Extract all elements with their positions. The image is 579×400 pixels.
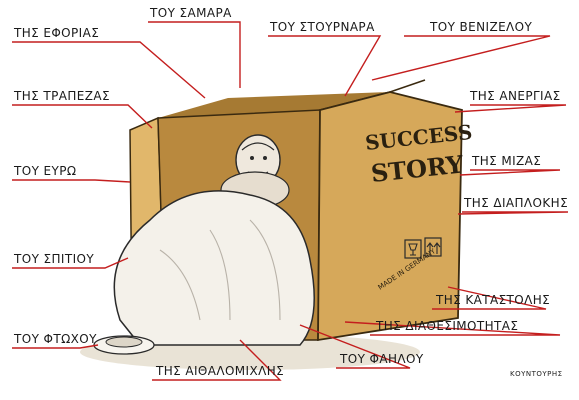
leader-diaplokis	[457, 211, 569, 215]
begging-bowl-icon	[93, 335, 155, 355]
label-katastolis: ΤΗΣ ΚΑΤΑΣΤΟΛΗΣ	[436, 293, 551, 307]
man-eye	[250, 156, 254, 160]
leader-katastolis	[432, 286, 547, 310]
leader-stournara	[268, 35, 382, 97]
label-diaplokis: ΤΗΣ ΔΙΑΠΛΟΚΗΣ	[464, 196, 569, 210]
leader-trapezas	[12, 104, 153, 129]
artist-signature: ΚΟΥΝΤΟΥΡΗΣ	[510, 370, 563, 378]
blanket-folds	[159, 219, 281, 321]
label-aithalomichlis: ΤΗΣ ΑΙΘΑΛΟΜΙΧΛΗΣ	[156, 364, 285, 378]
man-hair	[241, 142, 275, 151]
label-mizas: ΤΗΣ ΜΙΖΑΣ	[472, 154, 542, 168]
label-samara: ΤΟΥ ΣΑΜΑΡΑ	[150, 6, 232, 20]
this-way-up-arrows-icon	[424, 237, 442, 257]
label-ftochou: ΤΟΥ ΦΤΩΧΟΥ	[14, 332, 97, 346]
label-venizelou: ΤΟΥ ΒΕΝΙΖΕΛΟΥ	[430, 20, 533, 34]
leader-samara	[148, 21, 241, 88]
fragile-glass-icon	[404, 239, 422, 259]
label-fanlou: ΤΟΥ ΦΑΗΛΟΥ	[340, 352, 424, 366]
leader-aithalomichlis	[152, 339, 282, 381]
label-anergias: ΤΗΣ ΑΝΕΡΓΙΑΣ	[470, 89, 561, 103]
label-spitiou: ΤΟΥ ΣΠΙΤΙΟΥ	[14, 252, 95, 266]
leader-mizas	[459, 169, 561, 176]
label-eforias: ΤΗΣ ΕΦΟΡΙΑΣ	[14, 26, 100, 40]
man-eye	[263, 156, 267, 160]
blanket	[113, 190, 315, 346]
leader-evro	[12, 179, 131, 183]
label-evro: ΤΟΥ ΕΥΡΩ	[14, 164, 77, 178]
label-stournara: ΤΟΥ ΣΤΟΥΡΝΑΡΑ	[270, 20, 375, 34]
leader-fanlou	[299, 324, 411, 369]
box-top-opening	[158, 92, 390, 118]
leader-spitiou	[12, 257, 129, 269]
leader-anergias	[454, 104, 567, 113]
leader-ftochou	[12, 344, 99, 349]
label-trapezas: ΤΗΣ ΤΡΑΠΕΖΑΣ	[14, 89, 110, 103]
leader-lines	[12, 21, 569, 381]
leader-venizelou	[371, 35, 551, 81]
label-diathesimotitas: ΤΗΣ ΔΙΑΘΕΣΙΜΟΤΗΤΑΣ	[376, 319, 519, 333]
leader-eforias	[12, 41, 206, 99]
leader-diathesimotitas	[344, 321, 561, 336]
